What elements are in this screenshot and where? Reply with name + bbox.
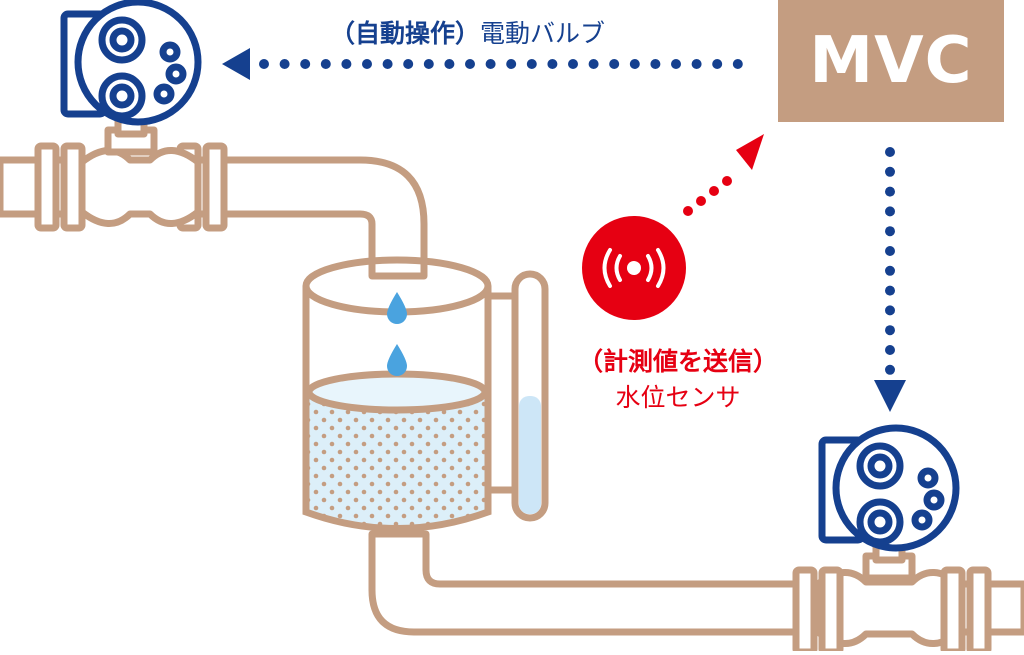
dot [885, 226, 895, 237]
valve-mode-label: （自動操作） [330, 19, 481, 48]
dot [712, 59, 723, 69]
dot [506, 59, 517, 69]
dot [403, 59, 414, 69]
dot [300, 59, 311, 69]
dot [609, 59, 620, 69]
sensor-action-label: （計測値を送信） [577, 347, 778, 376]
mvc-controller-box: MVC [778, 0, 1004, 122]
dot [588, 59, 599, 69]
dot [671, 59, 681, 69]
water-tank [302, 256, 549, 532]
dot [885, 345, 895, 355]
sensor-name-label: 水位センサ [615, 383, 741, 412]
control-arrow-to-top-valve [222, 48, 743, 80]
dot [279, 59, 290, 69]
dot [885, 246, 895, 256]
dot [423, 59, 434, 69]
dot [485, 59, 496, 69]
dot [885, 265, 895, 276]
motor-valve-icon [60, 0, 202, 126]
dot [885, 166, 895, 177]
control-arrow-to-bottom-valve [874, 147, 906, 412]
dot [885, 206, 895, 217]
dot [885, 325, 895, 336]
water-drop-icon [387, 292, 407, 376]
mvc-label: MVC [809, 24, 973, 98]
dot [465, 59, 475, 69]
dot [444, 59, 455, 69]
dot [650, 59, 661, 69]
dot [382, 59, 393, 69]
dot [885, 305, 895, 316]
dot [732, 59, 743, 69]
valve-label: （自動操作）電動バルブ [330, 14, 605, 50]
dot [341, 59, 352, 69]
dot [885, 186, 895, 197]
signal-arrow-to-mvc [683, 134, 764, 216]
dot [885, 364, 895, 375]
dot [691, 59, 702, 69]
dot [629, 59, 640, 69]
dot [259, 59, 269, 69]
dot [362, 59, 372, 69]
valve-name-label: 電動バルブ [480, 19, 606, 48]
dot [526, 59, 537, 69]
outlet-pipe [368, 530, 1024, 655]
dot [885, 147, 895, 157]
dot [885, 285, 895, 296]
dot [568, 59, 578, 69]
dot [547, 59, 558, 69]
inlet-pipe [0, 116, 428, 280]
motor-valve-icon [818, 424, 960, 552]
radio-wave-sensor-icon [582, 216, 686, 320]
dot [320, 59, 331, 69]
